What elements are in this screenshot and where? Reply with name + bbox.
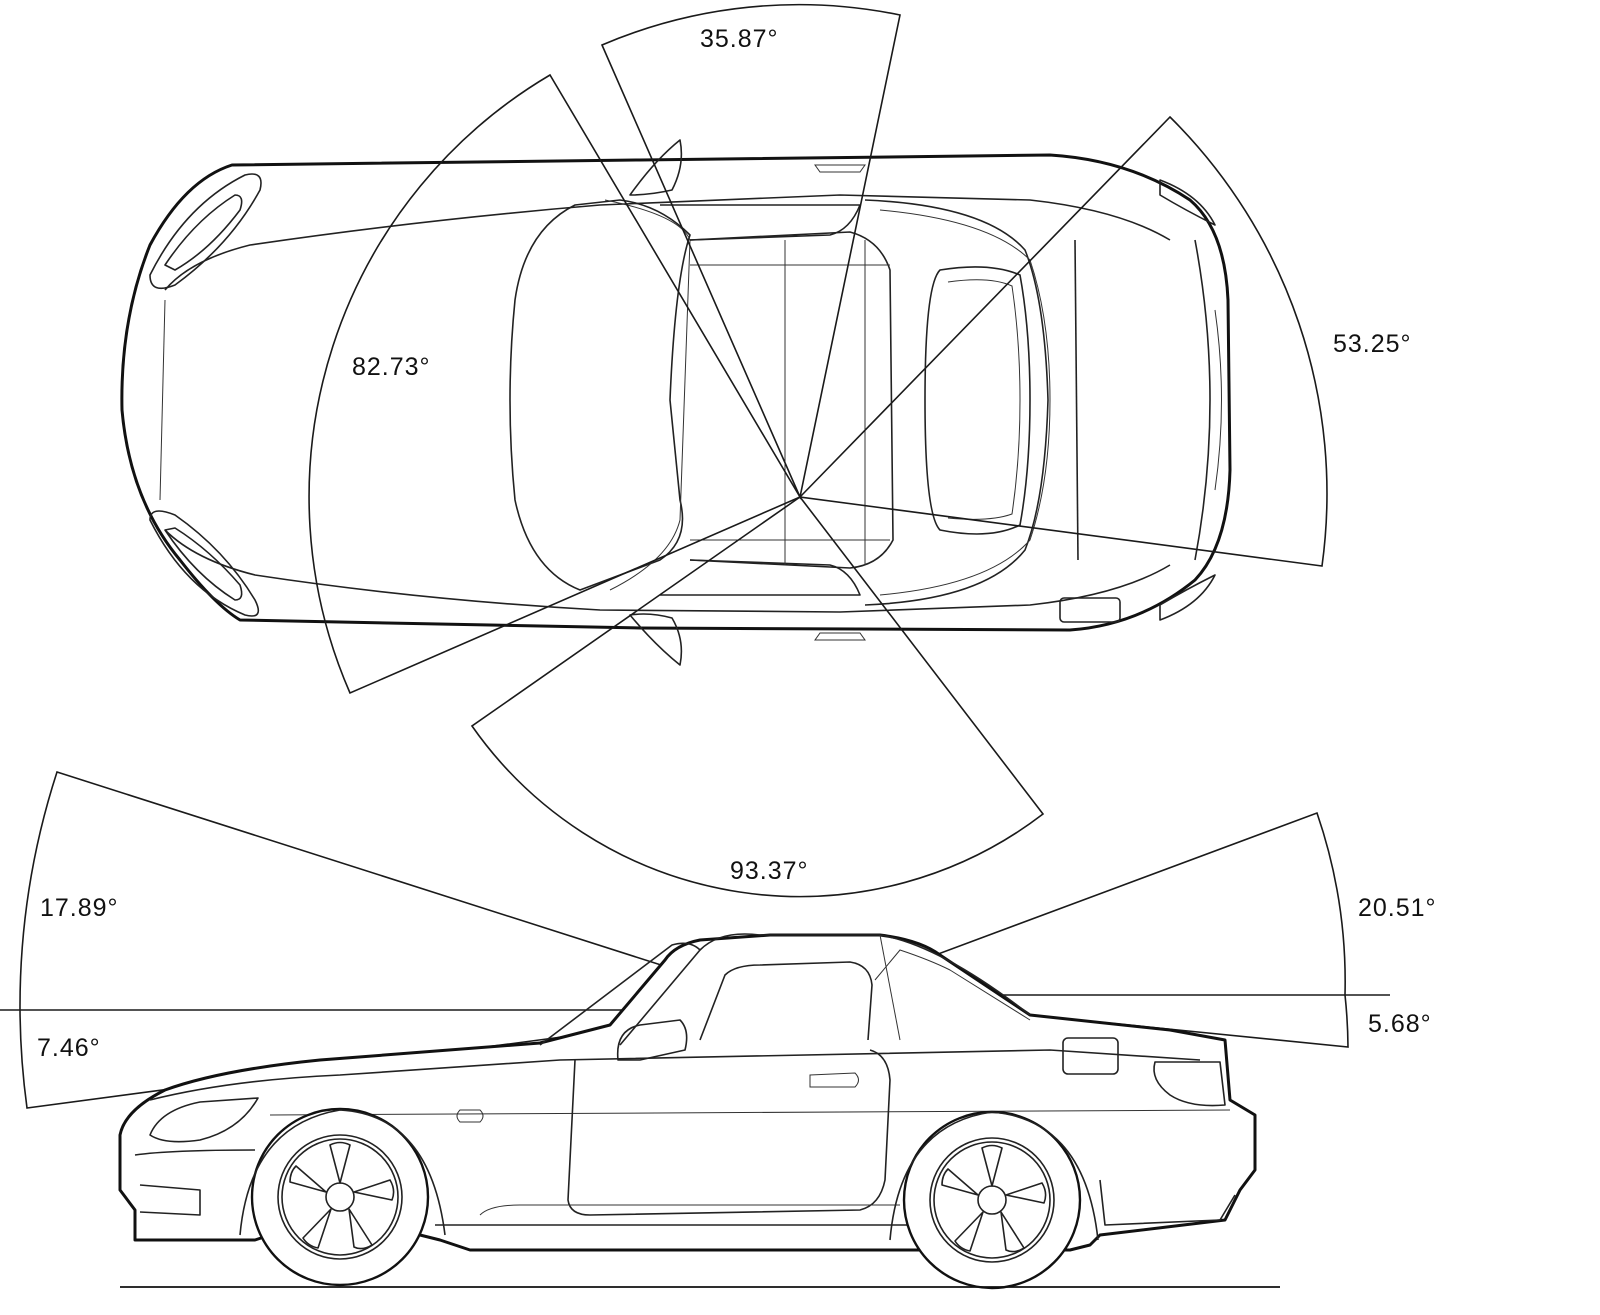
angle-label-side-down-rear: 5.68° (1368, 1010, 1432, 1038)
angle-label-top-left: 82.73° (352, 353, 431, 381)
angle-label-side-down-front: 7.46° (37, 1034, 101, 1062)
angle-label-top-side: 93.37° (730, 857, 809, 885)
top-rear-view-fan (798, 115, 1328, 567)
angle-label-side-up-front: 17.89° (40, 894, 119, 922)
side-down-front-fan (19, 1007, 781, 1109)
front-wheel (250, 1107, 430, 1287)
side-down-rear-fan (827, 994, 1349, 1048)
angle-label-side-up-rear: 20.51° (1358, 894, 1437, 922)
side-view-angle-labels: 17.89° 7.46° 20.51° 5.68° (37, 894, 1437, 1062)
top-view-angle-labels: 35.87° 82.73° 53.25° 93.37° (352, 25, 1412, 885)
side-up-front-fan (19, 770, 781, 1011)
top-side-view-fan (470, 495, 1045, 898)
car-top-outline (120, 139, 1232, 666)
side-view: 17.89° 7.46° 20.51° 5.68° (0, 770, 1437, 1290)
top-left-view-fan (308, 73, 802, 695)
top-view: 35.87° 82.73° 53.25° 93.37° (120, 3, 1412, 898)
top-front-view-fan (600, 3, 901, 500)
rear-wheel (902, 1110, 1082, 1290)
angle-label-top-rear: 53.25° (1333, 330, 1412, 358)
car-side-outline (118, 933, 1257, 1290)
side-up-rear-fan (827, 811, 1346, 996)
top-view-sight-lines (308, 3, 1328, 898)
angle-label-top-front: 35.87° (700, 25, 779, 53)
